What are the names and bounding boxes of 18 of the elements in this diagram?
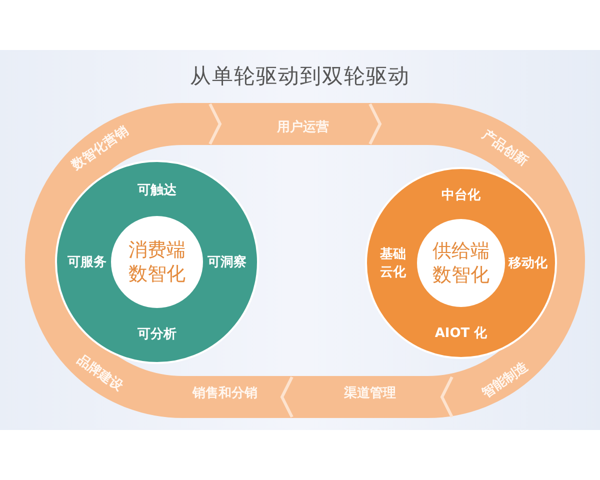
center-label: 供给端数智化: [431, 239, 490, 287]
ring-label: AIOT 化: [434, 325, 488, 342]
segment-label: 品牌建设: [74, 351, 126, 396]
ring-label: 可触达: [138, 182, 176, 199]
ring-label: 基础云化: [379, 246, 407, 281]
segment-label: 渠道管理: [344, 384, 396, 402]
segment-label: 用户运营: [277, 118, 329, 136]
center-label: 消费端数智化: [127, 238, 186, 286]
ring-label: 可洞察: [208, 254, 246, 271]
title: 从单轮驱动到双轮驱动: [189, 63, 411, 90]
ring-label: 可服务: [68, 254, 106, 271]
segment-label: 产品创新: [478, 126, 532, 170]
ring-label: 中台化: [442, 187, 480, 204]
ring-label: 移动化: [508, 255, 548, 272]
ring-label: 可分析: [138, 326, 176, 343]
segment-label: 智能制造: [478, 358, 532, 402]
segment-label: 销售和分销: [192, 385, 258, 402]
segment-label: 数智化营销: [68, 122, 132, 174]
